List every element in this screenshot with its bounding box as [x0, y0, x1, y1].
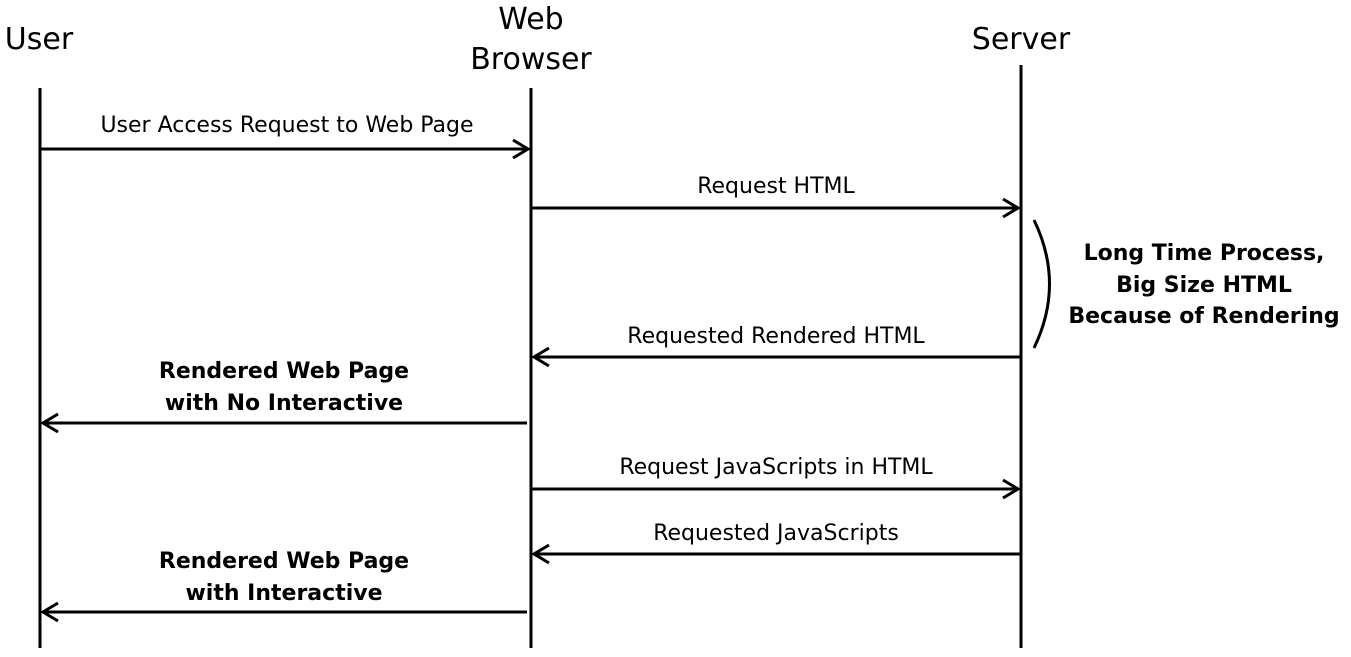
- message-label-no-interactive-line2: with No Interactive: [165, 391, 403, 416]
- message-label-rendered-html: Requested Rendered HTML: [627, 324, 925, 349]
- actor-browser-label-line1: Web: [498, 2, 563, 37]
- message-label-interactive-line2: with Interactive: [185, 581, 382, 606]
- arrowhead-interactive: [40, 601, 59, 623]
- message-label-interactive-line1: Rendered Web Page: [159, 549, 409, 574]
- message-label-request-js: Request JavaScripts in HTML: [619, 455, 933, 480]
- processing-bracket: [1032, 219, 1051, 349]
- arrowhead-requested-js: [531, 543, 550, 565]
- note-line-1: Long Time Process,: [1084, 241, 1325, 266]
- arrowhead-rendered-html: [531, 346, 550, 368]
- actor-server-label: Server: [972, 22, 1071, 57]
- message-label-access-request: User Access Request to Web Page: [100, 113, 473, 138]
- message-label-no-interactive-line1: Rendered Web Page: [159, 359, 409, 384]
- message-label-requested-js: Requested JavaScripts: [653, 521, 899, 546]
- arrowhead-no-interactive: [40, 412, 59, 434]
- actor-browser-label-line2: Browser: [470, 42, 592, 77]
- arrowhead-request-js: [1002, 478, 1021, 500]
- message-label-request-html: Request HTML: [697, 174, 855, 199]
- note-line-3: Because of Rendering: [1068, 304, 1339, 329]
- arrowhead-access-request: [512, 138, 531, 160]
- note-line-2: Big Size HTML: [1116, 273, 1292, 298]
- actor-user-label: User: [5, 22, 74, 57]
- arrowhead-request-html: [1002, 197, 1021, 219]
